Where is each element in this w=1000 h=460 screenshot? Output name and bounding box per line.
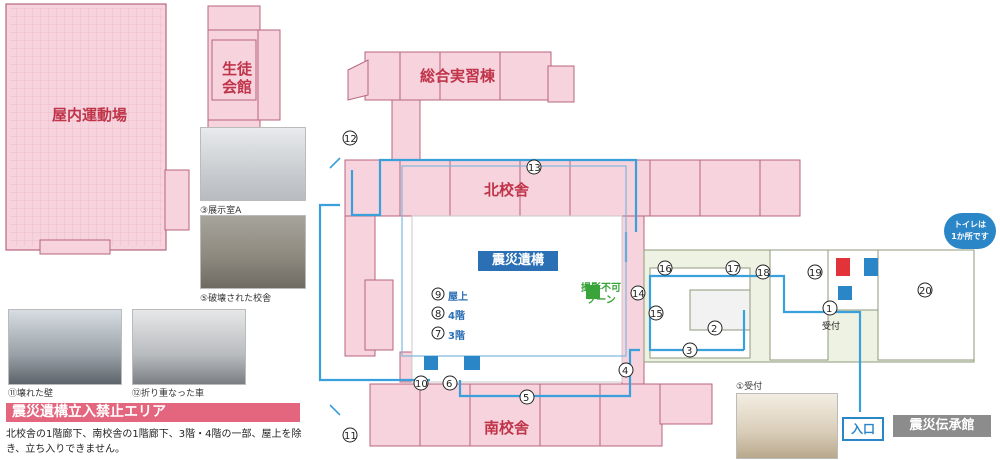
marker-11: 11 (342, 427, 358, 443)
svg-text:3: 3 (686, 346, 692, 357)
svg-text:20: 20 (919, 286, 932, 297)
caption-exhibit-a: ③展示室A (200, 206, 242, 216)
marker-16: 16 (657, 260, 673, 276)
svg-text:9: 9 (435, 290, 441, 301)
svg-text:14: 14 (632, 289, 645, 300)
practice-building-label: 総合実習棟 (420, 67, 496, 85)
caption-reception: ①受付 (736, 382, 763, 392)
svg-text:10: 10 (415, 379, 428, 390)
toilet-note-bubble: トイレは 1か所です (944, 213, 996, 249)
marker-6: 6 (442, 375, 458, 391)
stairs-icon (424, 356, 438, 370)
floor-label-3f: 3階 (448, 331, 465, 342)
svg-text:18: 18 (757, 268, 770, 279)
svg-text:8: 8 (435, 309, 441, 320)
south-building-label: 南校舎 (484, 419, 530, 437)
marker-17: 17 (725, 260, 741, 276)
marker-19: 19 (807, 264, 823, 280)
marker-4: 4 (618, 362, 634, 378)
floor-label-4f: 4階 (448, 311, 465, 322)
photo-reception (736, 393, 838, 459)
marker-15: 15 (648, 305, 664, 321)
photo-stacked-car (132, 309, 246, 385)
student-hall-label-1: 生徒 (222, 60, 253, 78)
reception-label: 受付 (822, 322, 841, 332)
caption-stacked-car: ⑫折り重なった車 (132, 389, 205, 399)
svg-text:13: 13 (528, 163, 541, 174)
marker-2: 2 (707, 320, 723, 336)
restricted-area-title: 震災遺構立入禁止エリア (6, 403, 300, 422)
practice-building (347, 51, 575, 161)
arrow-se-icon (329, 404, 341, 416)
floor-markers: 9 8 7 (431, 287, 445, 340)
svg-text:19: 19 (809, 268, 822, 279)
caption-broken-wall: ⑪壊れた壁 (8, 389, 54, 399)
gym-building (5, 3, 190, 255)
marker-20: 20 (917, 282, 933, 298)
svg-text:2: 2 (711, 324, 717, 335)
svg-text:16: 16 (659, 264, 672, 275)
no-photo-zone-label: 撮影不可 ゾーン (581, 283, 621, 306)
svg-text:4: 4 (622, 366, 628, 377)
restricted-area-description: 北校舎の1階廊下、南校舎の1階廊下、3階・4階の一部、屋上を除き、立ち入りできま… (6, 429, 302, 455)
svg-text:15: 15 (650, 309, 663, 320)
earthquake-ruins-label: 震災遺構 (478, 251, 558, 271)
svg-text:17: 17 (727, 264, 740, 275)
svg-text:12: 12 (344, 134, 357, 145)
north-building-label: 北校舎 (484, 181, 530, 199)
marker-18: 18 (755, 264, 771, 280)
photo-broken-wall (8, 309, 122, 385)
restroom-men-icon (864, 258, 878, 276)
south-building (369, 383, 713, 447)
accessible-icon (838, 286, 852, 300)
gym-label: 屋内運動場 (52, 106, 127, 124)
photo-exhibit-a (200, 127, 306, 201)
svg-text:6: 6 (446, 379, 452, 390)
svg-text:1: 1 (826, 304, 832, 315)
marker-14: 14 (630, 285, 646, 301)
north-building (344, 159, 801, 357)
route-markers: 1 2 3 4 5 6 10 11 12 13 14 15 16 17 18 1… (342, 130, 933, 443)
no-camera-icon (586, 285, 600, 299)
restroom-women-icon (836, 258, 850, 276)
elevator-icon (464, 356, 480, 370)
svg-text:5: 5 (523, 393, 529, 404)
marker-1: 1 (822, 300, 838, 316)
marker-3: 3 (682, 342, 698, 358)
photo-destroyed (200, 215, 306, 289)
svg-text:11: 11 (344, 431, 357, 442)
marker-13: 13 (526, 159, 542, 175)
arrow-ne-icon (329, 157, 341, 169)
entrance-label[interactable]: 入口 (842, 417, 884, 441)
marker-10: 10 (413, 375, 429, 391)
memorial-hall-label: 震災伝承館 (893, 415, 991, 437)
svg-text:7: 7 (435, 329, 441, 340)
floor-label-rooftop: 屋上 (448, 292, 468, 303)
marker-12: 12 (342, 130, 358, 146)
marker-5: 5 (519, 389, 535, 405)
student-hall-label-2: 会館 (222, 78, 252, 96)
caption-destroyed: ⑤破壊された校舎 (200, 294, 272, 304)
